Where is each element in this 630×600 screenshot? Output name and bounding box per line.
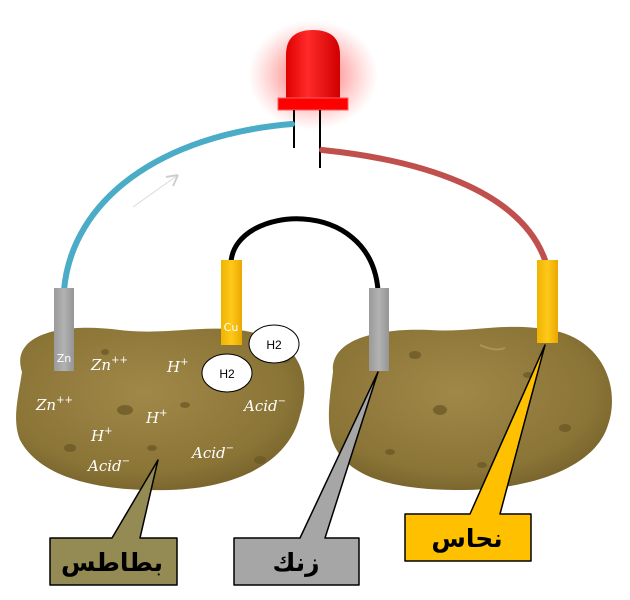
zinc-callout-label: زنك [272,548,319,577]
copper-callout: نحاس [404,344,546,562]
hydrogen-ion: H+ [145,408,167,427]
acid-ion: Acid− [86,456,130,475]
copper-label: Cu [224,321,239,334]
hydrogen-bubble: H2 [248,324,300,364]
right-potato [328,326,612,490]
current-direction-arrow [132,173,179,209]
led-base [277,97,349,111]
acid-ion: Acid− [190,443,234,462]
hydrogen-bubble: H2 [201,353,253,393]
zinc-electrode-left: Zn [54,288,74,371]
copper-electrode-left: Cu [221,260,242,345]
red-wire [319,147,548,263]
zinc-callout: زنك [233,371,379,586]
blue-wire [61,121,295,293]
zinc-ion: Zn++ [35,395,73,414]
hydrogen-ion: H+ [90,426,112,445]
zinc-ion: Zn++ [90,355,128,374]
black-wire [228,216,381,293]
zinc-label: Zn [57,352,72,365]
svg-text:H2: H2 [266,338,282,352]
potato-callout-label: بطاطس [61,548,163,577]
hydrogen-ion: H+ [166,357,188,376]
acid-ion: Acid− [242,396,286,415]
copper-electrode-right [537,260,558,343]
copper-callout-label: نحاس [431,524,502,553]
svg-text:H2: H2 [219,367,235,381]
potato-callout: بطاطس [49,459,178,586]
zinc-electrode-right [369,288,389,371]
led-body [286,30,340,100]
led [248,20,378,168]
